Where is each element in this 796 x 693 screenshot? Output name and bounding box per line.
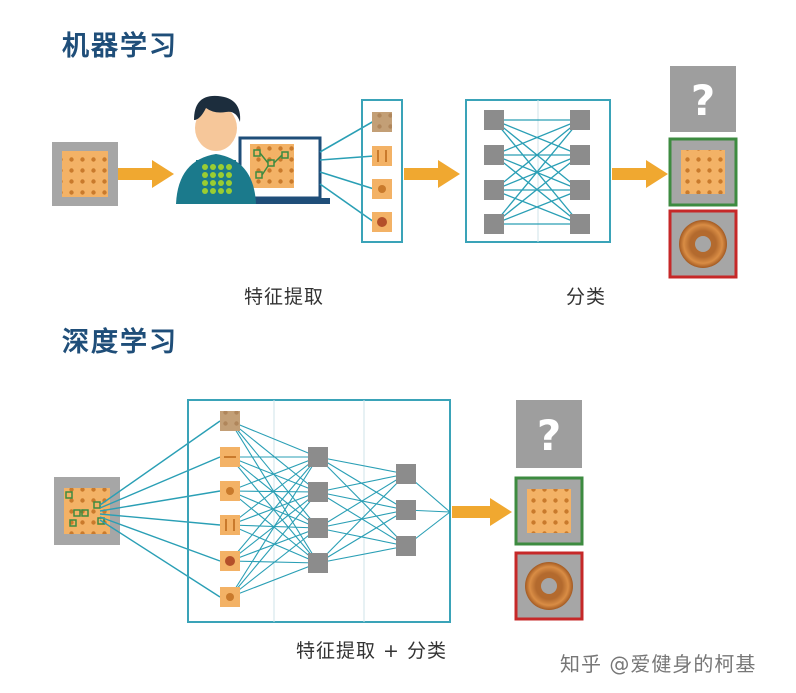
arrow-right-icon <box>612 160 668 188</box>
dl-node <box>396 464 416 484</box>
dl-input-image <box>54 477 120 545</box>
ml-classifier-box <box>465 99 611 243</box>
dl-output-unknown: ? <box>516 400 582 468</box>
dl-input-links <box>99 420 221 598</box>
dl-node <box>396 500 416 520</box>
ml-output-donut <box>668 209 738 279</box>
classifier-node <box>570 180 590 200</box>
question-mark: ? <box>537 411 561 460</box>
dl-feature-patch <box>220 551 240 571</box>
ml-feature-links <box>319 120 375 223</box>
arrow-right-icon <box>452 498 512 526</box>
dl-node <box>308 553 328 573</box>
classifier-node <box>484 214 504 234</box>
cracker-icon <box>681 150 725 194</box>
donut-icon <box>525 562 573 610</box>
classifier-node <box>484 180 504 200</box>
classifier-node <box>484 110 504 130</box>
classifier-node <box>570 110 590 130</box>
machine-learning-title: 机器学习 <box>62 31 178 62</box>
ml-input-image <box>52 142 118 206</box>
ml-output-unknown: ? <box>670 66 736 132</box>
feature-patch <box>372 212 392 232</box>
arrow-right-icon <box>118 160 174 188</box>
ml-output-cracker <box>668 137 738 207</box>
arrow-right-icon <box>404 160 460 188</box>
person-at-laptop-icon <box>176 95 330 204</box>
cracker-icon <box>62 151 108 197</box>
question-mark: ? <box>691 76 715 125</box>
dl-feature-patch <box>220 481 240 501</box>
ml-feature-column <box>361 99 403 243</box>
dl-feature-patch <box>220 411 240 431</box>
dl-node <box>308 518 328 538</box>
dl-node <box>308 447 328 467</box>
classifier-node <box>484 145 504 165</box>
watermark: 知乎 @爱健身的柯基 <box>560 652 757 676</box>
classification-label: 分类 <box>566 286 607 308</box>
dl-node <box>308 482 328 502</box>
classifier-node <box>570 145 590 165</box>
feature-patch <box>372 179 392 199</box>
dl-feature-patch <box>220 587 240 607</box>
dl-node <box>396 536 416 556</box>
feature-extraction-label: 特征提取 <box>244 286 325 308</box>
dl-output-donut <box>514 551 584 621</box>
cracker-icon <box>527 489 571 533</box>
dl-output-cracker <box>514 476 584 546</box>
feature-patch <box>372 112 392 132</box>
dl-feature-patch <box>220 515 240 535</box>
deep-learning-title: 深度学习 <box>62 327 178 358</box>
feature-patch <box>372 146 392 166</box>
classifier-node <box>570 214 590 234</box>
donut-icon <box>679 220 727 268</box>
dl-network-box <box>187 399 451 623</box>
combined-label: 特征提取 + 分类 <box>296 640 447 662</box>
dl-feature-patch <box>220 447 240 467</box>
